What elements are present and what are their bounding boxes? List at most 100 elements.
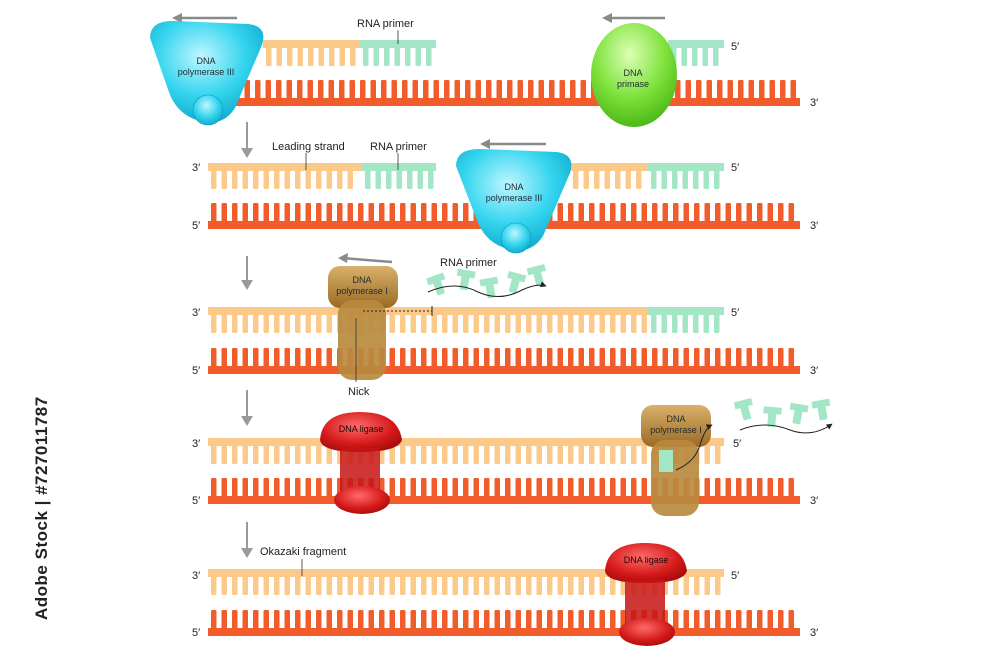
nucleotide-base xyxy=(661,170,667,189)
nucleotide-base xyxy=(421,576,427,595)
dna-ligase-enzyme: DNA ligase xyxy=(605,543,687,646)
nucleotide-base xyxy=(431,576,437,595)
nucleotide-base xyxy=(788,203,794,222)
nucleotide-base xyxy=(463,576,469,595)
nucleotide-base xyxy=(599,203,605,222)
nucleotide-base xyxy=(284,610,290,629)
nucleotide-base xyxy=(375,170,381,189)
nucleotide-base xyxy=(412,80,418,99)
nucleotide-base xyxy=(242,348,248,367)
nucleotide-base xyxy=(326,348,332,367)
nucleotide-base xyxy=(358,610,364,629)
nucleotide-base xyxy=(232,203,238,222)
nucleotide-base xyxy=(557,610,563,629)
nucleotide-base xyxy=(253,610,259,629)
nucleotide-base xyxy=(641,478,647,497)
nucleotide-base xyxy=(410,314,416,333)
nucleotide-base xyxy=(573,170,579,189)
nucleotide-base xyxy=(736,348,742,367)
nucleotide-base xyxy=(389,314,395,333)
nucleotide-base xyxy=(578,610,584,629)
nucleotide-base xyxy=(431,348,437,367)
nucleotide-base xyxy=(274,576,280,595)
nucleotide-base xyxy=(615,170,621,189)
nucleotide-base xyxy=(557,203,563,222)
nucleotide-base xyxy=(402,80,408,99)
panel-5: Okazaki fragment DNA ligase 3′ 5′ 5′ 3′ xyxy=(192,543,818,646)
nucleotide-base xyxy=(431,445,437,464)
nucleotide-base xyxy=(221,170,227,189)
end-label-5prime: 5′ xyxy=(192,627,200,639)
nucleotide-base xyxy=(651,314,657,333)
nucleotide-base xyxy=(641,445,647,464)
nucleotide-base xyxy=(284,348,290,367)
nucleotide-base xyxy=(379,576,385,595)
nucleotide-base xyxy=(389,610,395,629)
dna-ligase-enzyme: DNA ligase xyxy=(320,412,402,514)
nucleotide-base xyxy=(578,203,584,222)
nucleotide-base xyxy=(526,348,532,367)
nucleotide-base xyxy=(547,610,553,629)
nucleotide-base xyxy=(307,80,313,99)
rna-primer-fragment xyxy=(507,271,527,294)
nucleotide-base xyxy=(599,478,605,497)
nucleotide-base xyxy=(232,576,238,595)
nucleotide-base xyxy=(547,576,553,595)
nucleotide-base xyxy=(400,348,406,367)
nucleotide-base xyxy=(221,478,227,497)
nucleotide-base xyxy=(308,47,314,66)
dna-strands xyxy=(208,40,800,636)
nucleotide-base xyxy=(305,348,311,367)
nucleotide-base xyxy=(396,170,402,189)
nucleotide-base xyxy=(694,610,700,629)
nucleotide-base xyxy=(652,348,658,367)
nucleotide-base xyxy=(326,445,332,464)
watermark-text: Adobe Stock | #727011787 xyxy=(32,396,51,620)
nucleotide-base xyxy=(337,576,343,595)
nucleotide-base xyxy=(515,445,521,464)
rna-primer-label: RNA primer xyxy=(357,18,414,30)
nucleotide-base xyxy=(381,80,387,99)
nucleotide-base xyxy=(407,170,413,189)
rna-primer-label: RNA primer xyxy=(440,257,497,269)
polymerase-iii-label-line1: DNA xyxy=(196,56,215,66)
primase-label-line1: DNA xyxy=(623,68,642,78)
nucleotide-base xyxy=(494,348,500,367)
nucleotide-base xyxy=(433,80,439,99)
nucleotide-base xyxy=(295,203,301,222)
nucleotide-base xyxy=(526,478,532,497)
nucleotide-base xyxy=(263,445,269,464)
nucleotide-base xyxy=(463,478,469,497)
nucleotide-base xyxy=(738,80,744,99)
strand-backbone xyxy=(362,163,436,171)
nucleotide-base xyxy=(715,610,721,629)
nucleotide-base xyxy=(305,610,311,629)
nucleotide-base xyxy=(253,170,259,189)
strand-backbone xyxy=(668,40,724,48)
nucleotide-base xyxy=(620,478,626,497)
polymerase-i-label-line2: polymerase I xyxy=(336,286,388,296)
nucleotide-base xyxy=(536,445,542,464)
nucleotide-base xyxy=(326,576,332,595)
nucleotide-base xyxy=(703,314,709,333)
nucleotide-base xyxy=(725,478,731,497)
nucleotide-base xyxy=(370,80,376,99)
nucleotide-base xyxy=(549,80,555,99)
new-strand xyxy=(208,307,724,333)
nucleotide-base xyxy=(305,314,311,333)
nucleotide-base xyxy=(767,348,773,367)
nucleotide-base xyxy=(379,610,385,629)
rna-primer-label: RNA primer xyxy=(370,141,427,153)
template-strand xyxy=(208,610,800,636)
nucleotide-base xyxy=(232,445,238,464)
nucleotide-base xyxy=(368,610,374,629)
nucleotide-base xyxy=(625,170,631,189)
nucleotide-base xyxy=(328,80,334,99)
nucleotide-base xyxy=(473,478,479,497)
nucleotide-base xyxy=(442,478,448,497)
nucleotide-base xyxy=(316,576,322,595)
nucleotide-base xyxy=(484,348,490,367)
nucleotide-base xyxy=(715,445,721,464)
rna-primer-fragment xyxy=(763,406,782,428)
dna-polymerase-i-enzyme: DNA polymerase I xyxy=(328,266,398,380)
